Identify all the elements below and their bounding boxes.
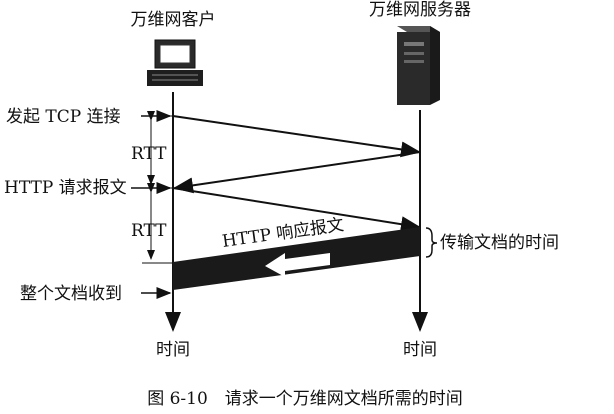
- server-title: 万维网服务器: [369, 0, 471, 20]
- tcp-connect-label: 发起 TCP 连接: [6, 107, 121, 127]
- http-request-arrow: [172, 187, 421, 233]
- transfer-time-brace: [425, 227, 438, 258]
- client-title: 万维网客户: [131, 10, 216, 30]
- server-time-label: 时间: [403, 340, 437, 360]
- tcp-ack-arrow: [173, 151, 421, 194]
- rtt-label-1: RTT: [131, 144, 167, 164]
- rtt-bracket-2: [142, 183, 172, 264]
- client-time-label: 时间: [156, 340, 190, 360]
- transfer-time-label: 传输文档的时间: [440, 233, 559, 253]
- rtt-label-2: RTT: [131, 221, 167, 241]
- response-direction-arrow: [265, 253, 330, 277]
- tcp-syn-arrow: [172, 115, 421, 158]
- laptop-computer-icon: [147, 39, 203, 86]
- server-tower-icon: [397, 26, 440, 105]
- http-request-label: HTTP 请求报文: [4, 178, 127, 198]
- figure-caption: 图 6-10 请求一个万维网文档所需的时间: [147, 389, 463, 409]
- doc-received-label: 整个文档收到: [20, 284, 122, 304]
